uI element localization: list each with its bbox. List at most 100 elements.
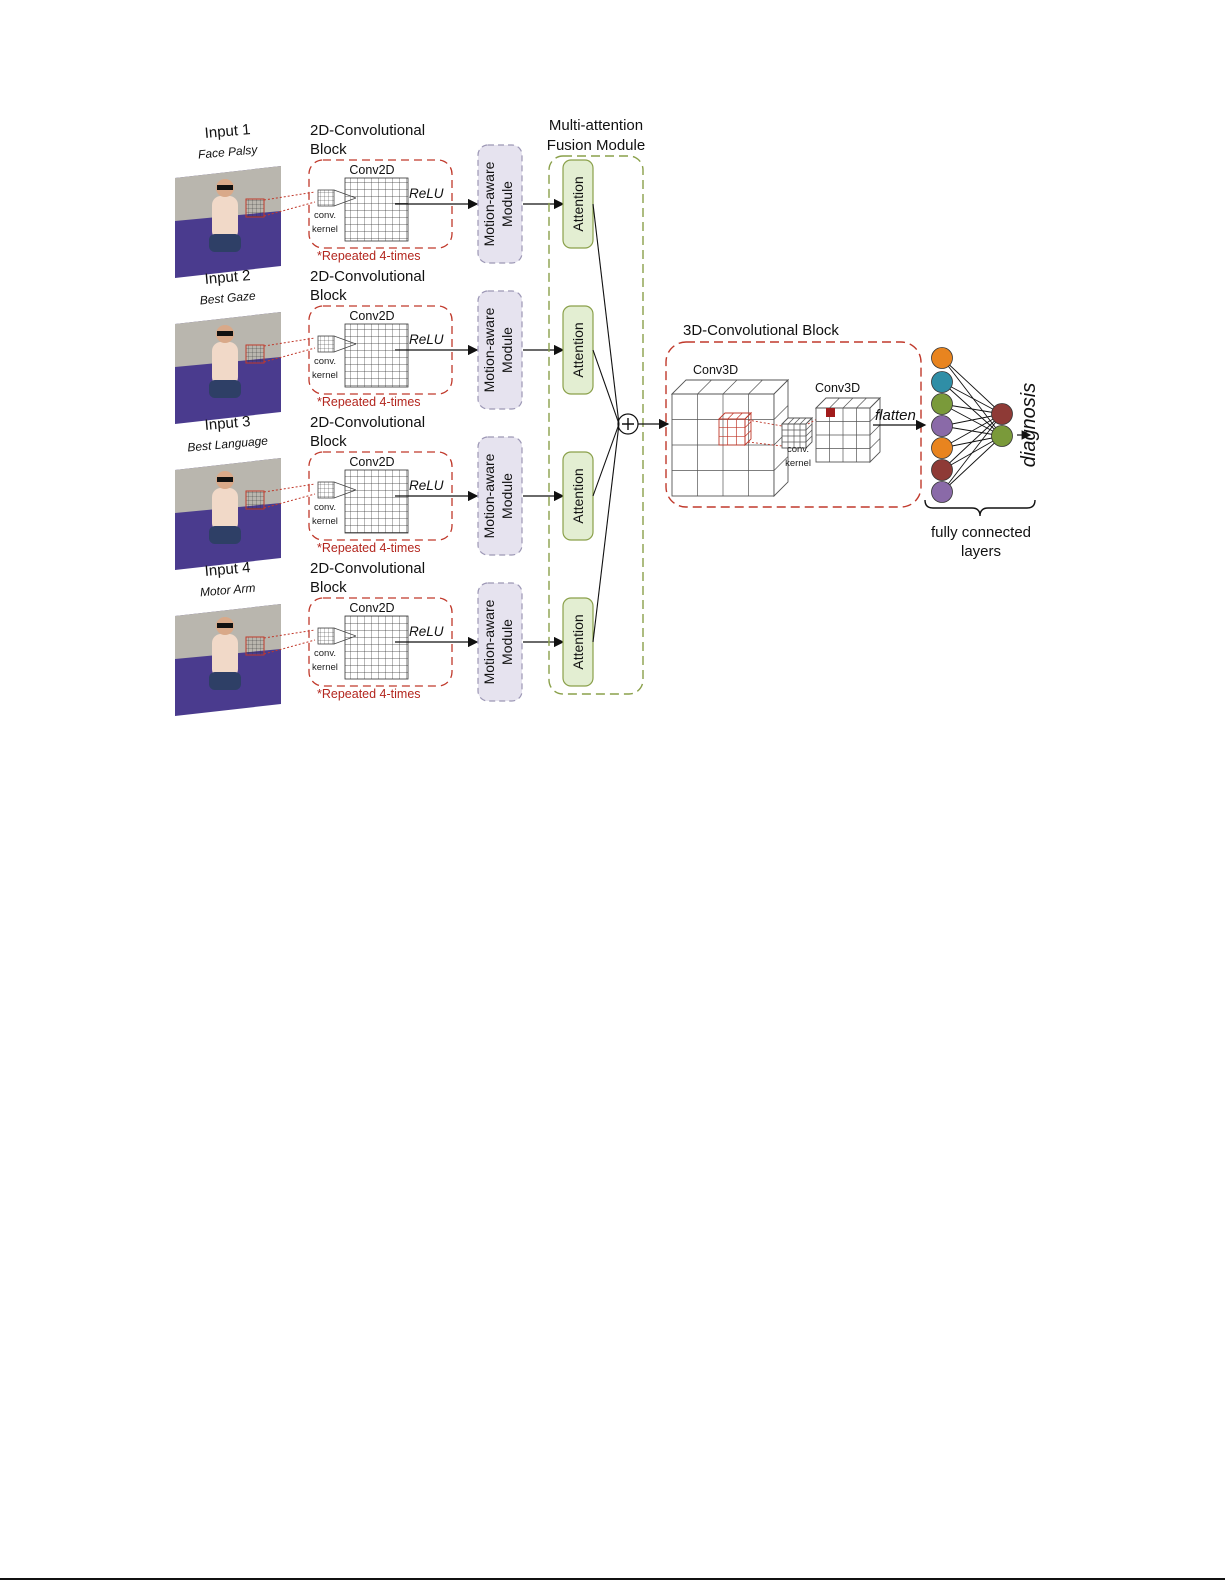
motion-module-label-2: Module [499,181,515,227]
cube-grid-line [736,412,743,420]
conv2d-layer-label: Conv2D [349,601,394,615]
kernel-projection-lines [747,419,783,447]
conv2d-layer-label: Conv2D [349,163,394,177]
conv2d-title-line1: 2D-Convolutional [310,414,425,431]
feature-map-grid [344,615,409,680]
attention-label: Attention [570,468,586,523]
feature-map-grid [344,177,409,242]
person-legs [209,526,241,544]
conv-kernel-label-2: kernel [312,370,338,381]
person-legs [209,234,241,252]
sample-patch [245,636,265,656]
motion-module-label-2: Module [499,473,515,519]
input-video-frame-4 [175,604,281,716]
conv3d-receptive-field [717,411,753,447]
flatten-label: flatten [875,407,916,424]
fc-connection [941,413,1003,471]
fusion-title-line2: Fusion Module [547,137,645,154]
input-subtitle-2: Best Gaze [199,289,256,308]
conv-kernel [317,189,335,207]
cube-grid-line [787,417,795,425]
face-blur-bar [217,185,233,190]
relu-label: ReLU [409,624,444,639]
conv2d-block-frame [308,305,453,395]
person-torso [212,342,238,386]
cube-grid-line [805,423,813,431]
motion-module-label-1: Motion-aware [481,307,497,392]
input-video-frame-3 [175,458,281,570]
conv-kernel [317,335,335,353]
conv3d-label-b: Conv3D [815,381,860,395]
cube-grid-line [744,430,752,437]
conv3d-label-a: Conv3D [693,363,738,377]
conv3d-output-volume [814,396,882,464]
diagnosis-label: diagnosis [1018,383,1040,468]
relu-label: ReLU [409,478,444,493]
repeat-note: *Repeated 4-times [317,249,421,263]
motion-module-label-1: Motion-aware [481,453,497,538]
conv3d-block-title: 3D-Convolutional Block [683,322,839,339]
conv3d-kernel-cube [747,413,827,450]
conv-kernel-label-2: kernel [312,516,338,527]
conv3d-volume-cube [670,378,790,498]
cube-grid-line [773,456,789,471]
fully-connected-layers [931,347,1013,503]
fc-input-node [931,415,953,437]
conv3d-output-cube [814,396,882,464]
cube-grid-line [829,397,840,409]
cube-grid-line [869,424,881,436]
input-subtitle-4: Motor Arm [199,581,256,600]
sample-patch [245,198,265,218]
person-torso [212,196,238,240]
person-torso [212,488,238,532]
feature-map-grid [344,323,409,388]
cube-grid-line [748,379,763,395]
face-blur-bar [217,623,233,628]
motion-module-label-2: Module [499,327,515,373]
patch-projection-lines [263,337,316,363]
cube-grid-line [773,405,789,420]
input-subtitle-1: Face Palsy [197,142,258,161]
page-bottom-rule [0,1578,1225,1580]
cube-grid-line [744,421,752,428]
attention-connector-1 [592,203,620,425]
conv3d-volume [670,378,790,498]
fc-brace [924,499,1036,517]
fc-label-line1: fully connected [931,524,1031,541]
attention-label: Attention [570,614,586,669]
fc-connection [941,413,1003,493]
motion-aware-module [477,144,523,264]
conv2d-title-line2: Block [310,141,347,158]
input-title-1: Input 1 [204,121,251,142]
relu-label: ReLU [409,332,444,347]
fusion-sum-node [617,413,639,435]
fc-connection [941,413,1003,449]
fc-output-node [991,403,1013,425]
attention-label: Attention [570,176,586,231]
relu-label: ReLU [409,186,444,201]
cube-grid-line [722,379,738,395]
attention-connector-3 [592,423,620,497]
cube-grid-line [805,429,813,437]
conv-kernel-label-1: conv. [314,648,336,659]
conv3d-kernel [780,416,814,450]
fusion-module: Multi-attention Fusion Module [547,117,645,695]
input-title-2: Input 2 [204,267,251,288]
conv2d-title-line2: Block [310,287,347,304]
motion-aware-module [477,290,523,410]
fc-input-node [931,437,953,459]
conv2d-title-line2: Block [310,433,347,450]
motion-module-label-1: Motion-aware [481,599,497,684]
conv2d-block-frame [308,597,453,687]
sample-patch [245,490,265,510]
person-legs [209,380,241,398]
fc-connection [941,381,1003,415]
patch-projection-lines [263,629,316,655]
repeat-note: *Repeated 4-times [317,687,421,701]
fc-input-node [931,393,953,415]
conv3d-kernel-label-2: kernel [785,458,811,469]
